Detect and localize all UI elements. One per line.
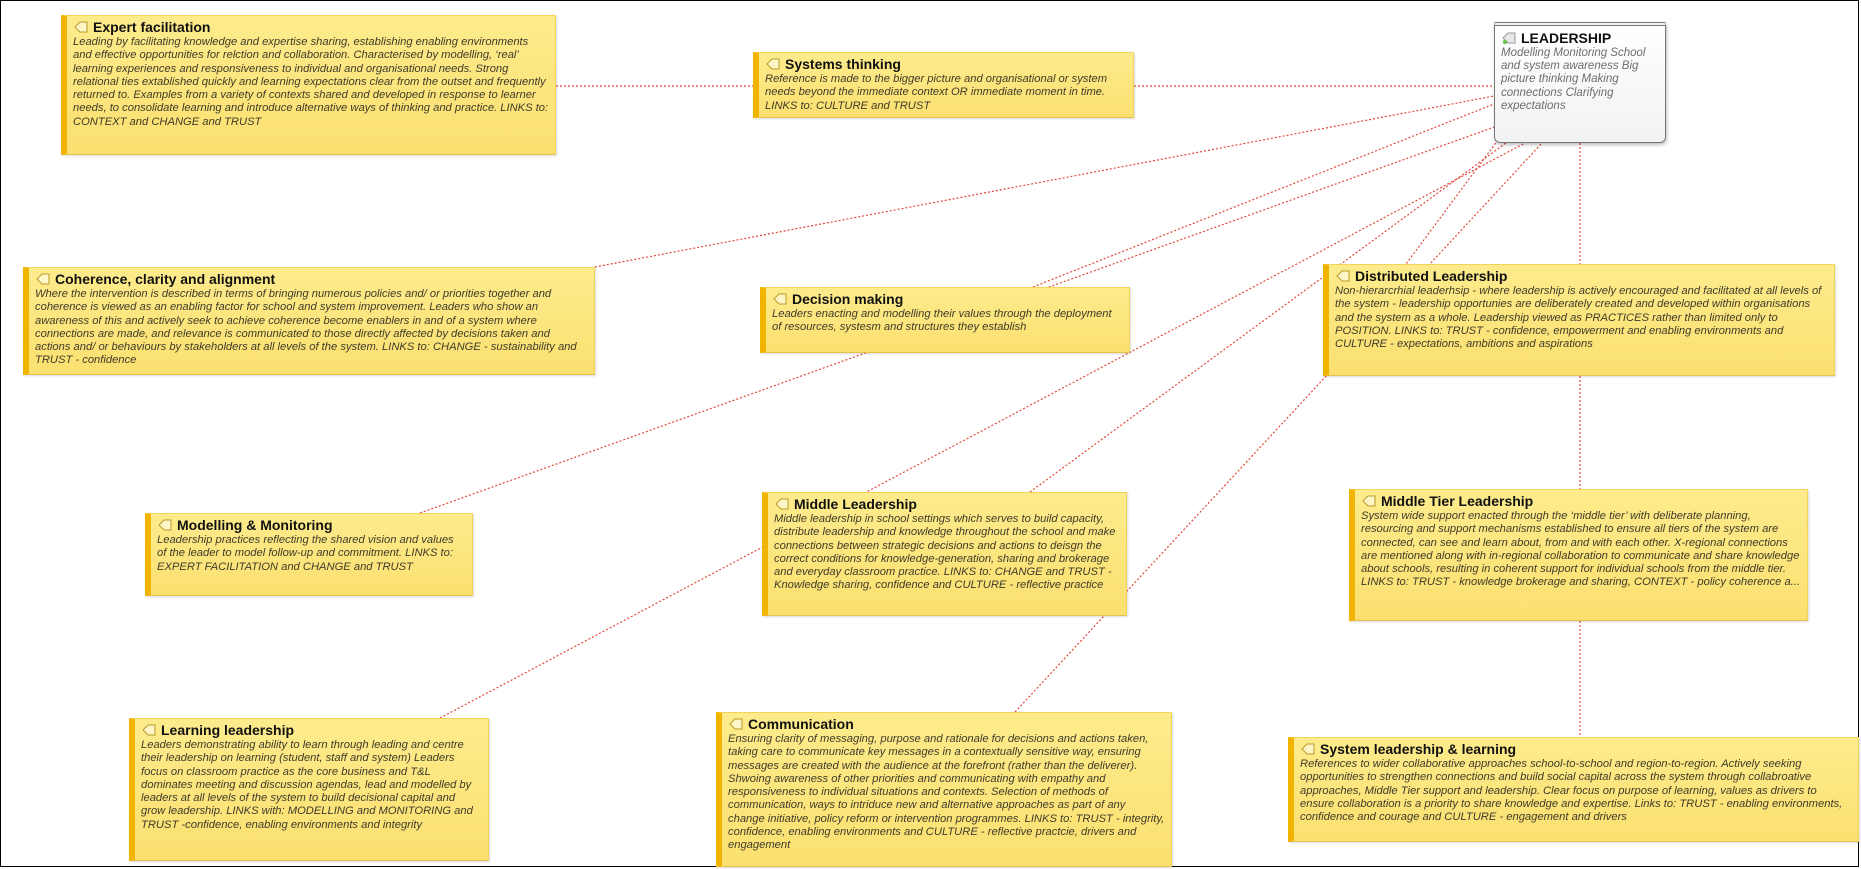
- node-title: Distributed Leadership: [1355, 268, 1508, 284]
- node-title: Learning leadership: [161, 722, 295, 738]
- node-title: Communication: [748, 716, 854, 732]
- central-node-leadership[interactable]: LEADERSHIP Modelling Monitoring School a…: [1494, 22, 1666, 143]
- node-description: Leading by facilitating knowledge and ex…: [73, 36, 549, 128]
- node-communication[interactable]: Communication Ensuring clarity of messag…: [716, 712, 1172, 867]
- node-description: Middle leadership in school settings whi…: [774, 513, 1116, 592]
- node-title: Modelling & Monitoring: [177, 517, 333, 533]
- node-title: Expert facilitation: [93, 19, 211, 35]
- node-learning-leadership[interactable]: Learning leadership Leaders demonstratin…: [129, 718, 489, 861]
- node-coherence-clarity-alignment[interactable]: Coherence, clarity and alignment Where t…: [23, 267, 595, 375]
- node-icon: [36, 273, 50, 285]
- node-description: System wide support enacted through the …: [1361, 510, 1800, 589]
- node-description: Leadership practices reflecting the shar…: [157, 534, 454, 573]
- node-expert-facilitation[interactable]: Expert facilitation Leading by facilitat…: [61, 15, 556, 155]
- node-middle-tier-leadership[interactable]: Middle Tier Leadership System wide suppo…: [1349, 489, 1808, 621]
- node-icon: [1362, 495, 1376, 507]
- link-learning-leadership: [439, 142, 1526, 719]
- node-title: Systems thinking: [785, 56, 901, 72]
- node-icon: [1301, 743, 1315, 755]
- node-icon: [142, 724, 156, 736]
- node-title: Coherence, clarity and alignment: [55, 271, 276, 287]
- node-icon: [158, 519, 172, 531]
- node-icon: [775, 498, 789, 510]
- central-node-description: Modelling Monitoring School and system a…: [1501, 47, 1646, 112]
- node-title: Middle Tier Leadership: [1381, 493, 1534, 509]
- node-icon: [773, 293, 787, 305]
- node-description: Reference is made to the bigger picture …: [765, 73, 1108, 112]
- node-icon: [1502, 32, 1516, 45]
- node-description: Ensuring clarity of messaging, purpose a…: [728, 733, 1165, 852]
- node-title: Middle Leadership: [794, 496, 917, 512]
- node-description: Leaders demonstrating ability to learn t…: [141, 739, 473, 831]
- node-middle-leadership[interactable]: Middle Leadership Middle leadership in s…: [762, 492, 1127, 616]
- node-title: System leadership & learning: [1320, 741, 1517, 757]
- link-decision-leadership: [1032, 103, 1495, 288]
- node-system-leadership-learning[interactable]: System leadership & learning References …: [1288, 737, 1859, 842]
- link-coherence-leadership: [594, 95, 1495, 268]
- node-icon: [729, 718, 743, 730]
- node-icon: [766, 58, 780, 70]
- central-node-title: LEADERSHIP: [1521, 30, 1612, 46]
- link-communication-leadership: [1014, 142, 1543, 713]
- node-description: References to wider collaborative approa…: [1300, 758, 1843, 824]
- node-description: Non-hierarcrhial leaderhsip - where lead…: [1335, 285, 1822, 351]
- node-systems-thinking[interactable]: Systems thinking Reference is made to th…: [753, 52, 1134, 118]
- node-title: Decision making: [792, 291, 904, 307]
- node-description: Where the intervention is described in t…: [35, 288, 577, 367]
- node-icon: [74, 21, 88, 33]
- node-decision-making[interactable]: Decision making Leaders enacting and mod…: [760, 287, 1130, 353]
- node-description: Leaders enacting and modelling their val…: [772, 308, 1112, 334]
- node-icon: [1336, 270, 1350, 282]
- node-distributed-leadership[interactable]: Distributed Leadership Non-hierarcrhial …: [1323, 264, 1835, 376]
- node-modelling-monitoring[interactable]: Modelling & Monitoring Leadership practi…: [145, 513, 473, 596]
- link-middle-leadership: [1029, 139, 1511, 493]
